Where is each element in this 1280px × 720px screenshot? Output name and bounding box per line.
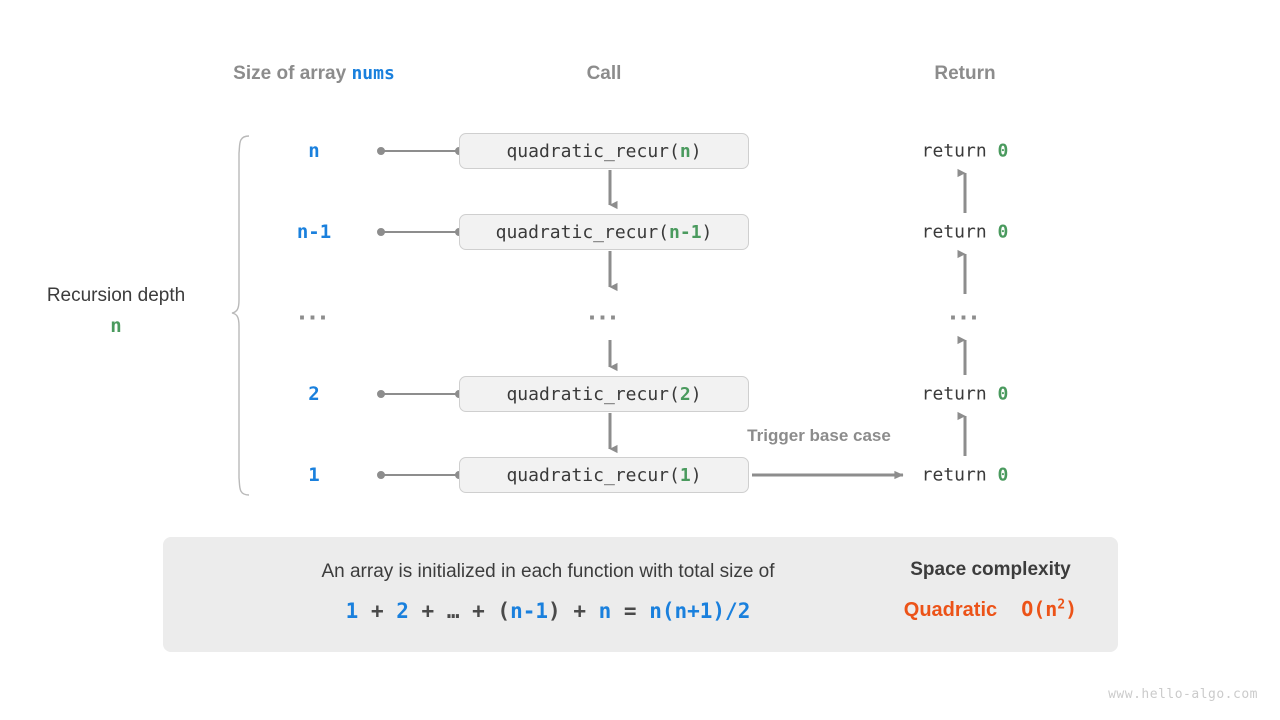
size-label-row-2: n-1 [296, 221, 332, 243]
call-box-row-2-close: ) [701, 221, 713, 243]
return-label-row-1-text: return [921, 140, 998, 162]
size-label-row-1: n [308, 140, 320, 162]
formula-token-6: ( [497, 599, 511, 623]
call-box-row-2-fn: quadratic_recur( [495, 221, 670, 243]
return-row-3-ellipsis: ... [949, 295, 981, 326]
return-label-row-5-value: 0 [997, 464, 1009, 486]
formula-token-5: + [459, 599, 498, 623]
formula-token-8: ) [548, 599, 561, 623]
return-label-row-5-text: return [921, 464, 998, 486]
return-label-row-1-value: 0 [997, 140, 1009, 162]
formula-token-2: 2 [396, 599, 409, 623]
column-header-call-text: Call [586, 63, 622, 84]
return-label-row-2-value: 0 [997, 221, 1009, 243]
space-complexity-notation-end: ) [1065, 597, 1078, 621]
call-box-row-4-arg: 2 [679, 383, 691, 405]
recursion-depth-value: n [110, 315, 122, 337]
call-box-row-4[interactable]: quadratic_recur(2) [459, 376, 749, 412]
return-label-row-2: return 0 [922, 222, 1009, 243]
call-box-row-4-close: ) [690, 383, 702, 405]
space-complexity-exponent: 2 [1057, 597, 1066, 613]
column-header-return-text: Return [934, 63, 996, 84]
summary-description: An array is initialized in each function… [321, 561, 775, 582]
formula-token-11: = [611, 599, 650, 623]
column-header-return: Return [934, 63, 995, 85]
size-to-call-connectors [377, 147, 463, 479]
call-box-row-1-arg: n [679, 140, 691, 162]
return-label-row-2-text: return [921, 221, 998, 243]
space-complexity-value: Quadratic O(n2) [863, 597, 1118, 622]
watermark: www.hello-algo.com [1108, 687, 1258, 702]
formula-token-1: + [358, 599, 397, 623]
call-box-row-4-fn: quadratic_recur( [506, 383, 680, 405]
formula-token-0: 1 [345, 599, 359, 623]
size-label-row-4: 2 [308, 383, 320, 405]
column-header-call: Call [587, 63, 622, 85]
return-label-row-4: return 0 [922, 384, 1009, 405]
formula-token-3: + [408, 599, 447, 623]
size-label-row-5: 1 [308, 464, 320, 486]
formula-token-12: n(n+1)/2 [649, 599, 751, 623]
formula-token-10: n [598, 599, 612, 623]
return-label-row-4-text: return [921, 383, 998, 405]
column-header-size-text: Size of array [233, 63, 352, 84]
summary-panel: An array is initialized in each function… [163, 537, 1118, 652]
return-label-row-5: return 0 [922, 465, 1009, 486]
size-label-row-3-ellipsis: ... [298, 295, 330, 326]
call-box-row-1[interactable]: quadratic_recur(n) [459, 133, 749, 169]
recursion-depth-title: Recursion depth [46, 285, 186, 306]
call-box-row-2-arg: n-1 [669, 221, 702, 243]
recursion-depth-brace [231, 135, 250, 496]
column-header-size: Size of array nums [233, 63, 395, 85]
call-box-row-5-fn: quadratic_recur( [506, 464, 680, 486]
trigger-base-case-label: Trigger base case [747, 426, 891, 445]
call-box-row-5[interactable]: quadratic_recur(1) [459, 457, 749, 493]
column-header-size-highlight: nums [351, 63, 395, 84]
call-box-row-1-fn: quadratic_recur( [506, 140, 680, 162]
space-complexity-notation: O(n [1021, 597, 1058, 621]
formula-token-9: + [560, 599, 599, 623]
summary-formula: 1 + 2 + … + (n-1) + n = n(n+1)/2 [163, 599, 933, 623]
call-row-3-ellipsis: ... [588, 295, 620, 326]
formula-token-4: … [446, 599, 460, 623]
call-box-row-2[interactable]: quadratic_recur(n-1) [459, 214, 749, 250]
recursion-depth-label: Recursion depth n [47, 285, 185, 337]
formula-token-7: n-1 [510, 599, 549, 623]
space-complexity-label: Quadratic [903, 599, 998, 621]
call-box-row-5-arg: 1 [679, 464, 691, 486]
space-complexity-title: Space complexity [910, 559, 1071, 580]
return-label-row-4-value: 0 [997, 383, 1009, 405]
call-box-row-5-close: ) [690, 464, 702, 486]
call-box-row-1-close: ) [690, 140, 702, 162]
return-label-row-1: return 0 [922, 141, 1009, 162]
